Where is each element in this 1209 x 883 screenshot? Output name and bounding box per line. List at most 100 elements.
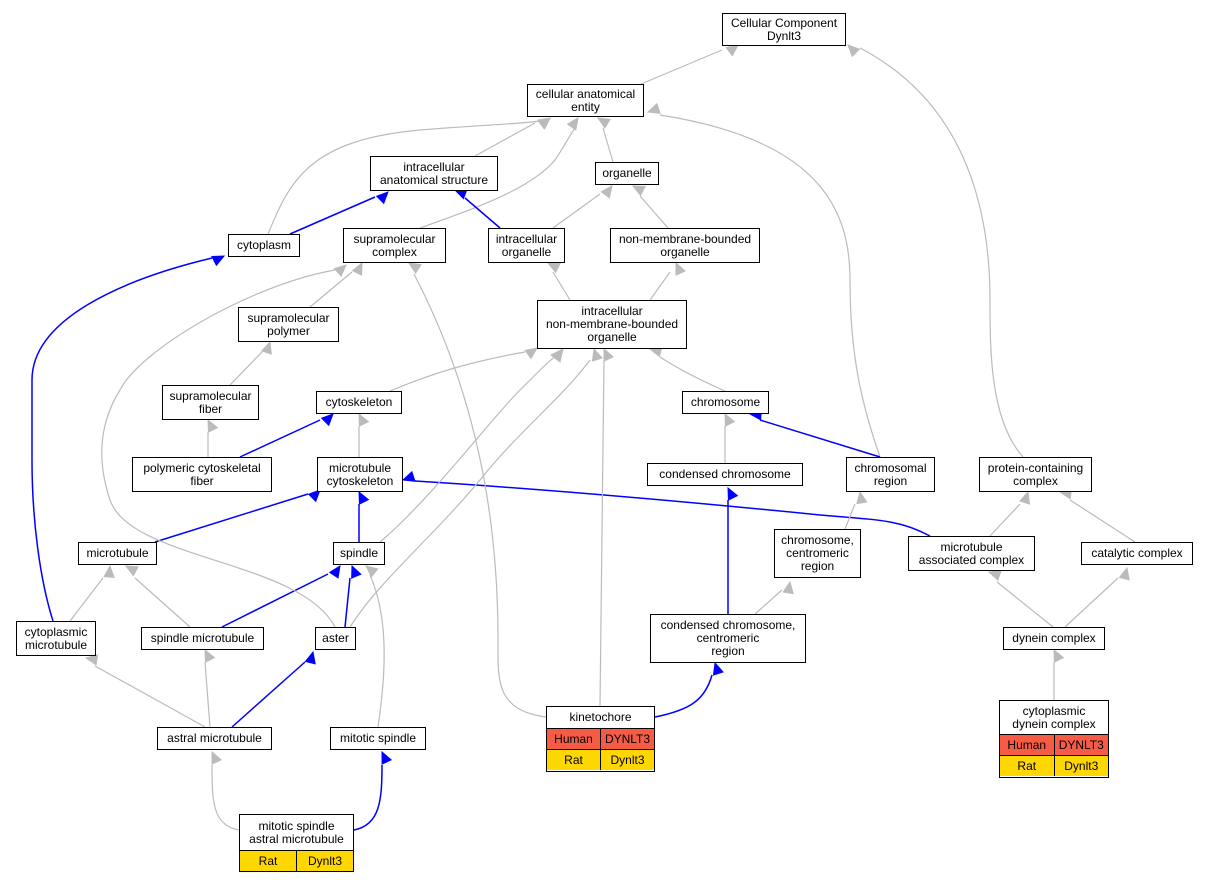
node-intracellular-organelle[interactable]: intracellular organelle [488, 228, 565, 263]
edge-mitspin-mitspastmt-blue [353, 764, 383, 831]
edge-cc-ccc-blue-arrow [727, 486, 739, 501]
node-supramolecular-complex[interactable]: supramolecular complex [343, 228, 446, 263]
node-cellular-component[interactable]: Cellular Component Dynlt3 [722, 13, 846, 46]
edge-chrreg-chrcr [844, 503, 856, 530]
edge-cytmt-astmt-arrow [84, 654, 99, 666]
node-condensed-chromosome[interactable]: condensed chromosome [647, 463, 803, 486]
edge-astmt-mitspastmt-arrow [211, 750, 223, 765]
edge-nmbo-inmbo [649, 271, 671, 301]
edge-dyn-cdc-arrow [1053, 648, 1065, 663]
gene-cell: DYNLT3 [1053, 735, 1109, 755]
edge-nmbo-inmbo-arrow [675, 261, 686, 276]
edge-cytosk-pcf-blue [239, 419, 321, 458]
edge-astmt-mitspastmt [211, 764, 240, 831]
node-intracellular-nmbo[interactable]: intracellular non-membrane-bounded organ… [537, 300, 687, 349]
edge-cytosk-pcf-blue-arrow [320, 413, 334, 427]
edge-ias-io-blue [464, 197, 501, 229]
node-kinetochore[interactable]: kinetochore Human DYNLT3 Rat Dynlt3 [546, 706, 655, 772]
edge-org-nmbo-arrow [631, 185, 646, 197]
edge-mt-cytmt [69, 577, 104, 622]
node-spindle-microtubule[interactable]: spindle microtubule [141, 627, 264, 650]
edge-cyto-cytmt-blue-arrow [211, 255, 226, 267]
gene-cell: Dynlt3 [600, 750, 654, 770]
node-astral-microtubule[interactable]: astral microtubule [157, 727, 272, 750]
edge-cae-org-arrow [596, 117, 611, 129]
species-cell: Human [554, 731, 593, 746]
edge-ias-cyto-blue-arrow [375, 191, 389, 205]
edge-ce-pcc [859, 47, 1024, 458]
edge-org-io [552, 193, 601, 229]
edge-supfib-pcf-arrow [207, 418, 219, 433]
edge-mtcsk-spindle-blue-arrow [358, 490, 370, 505]
species-cell: Human [1007, 737, 1047, 752]
node-chromosomal-region[interactable]: chromosomal region [846, 457, 935, 492]
edge-org-io-arrow [600, 185, 613, 199]
edge-spindle-mitspindle [369, 574, 385, 728]
species-cell: Rat [1017, 758, 1037, 773]
edge-cytmt-astmt [94, 665, 206, 728]
node-spindle[interactable]: spindle [333, 542, 385, 565]
node-aster[interactable]: aster [315, 627, 356, 650]
node-condensed-chromosome-centromeric-region[interactable]: condensed chromosome, centromeric region [650, 614, 806, 663]
node-polymeric-cytoskeletal-fiber[interactable]: polymeric cytoskeletal fiber [132, 457, 272, 492]
annotation-row-human: Human DYNLT3 [1000, 735, 1108, 755]
edge-aster-inmbo-arrow [591, 347, 603, 362]
node-microtubule-associated-complex[interactable]: microtubule associated complex [908, 536, 1035, 571]
node-cytoplasmic-dynein-complex[interactable]: cytoplasmic dynein complex Human DYNLT3 … [999, 700, 1109, 778]
node-microtubule-cytoskeleton[interactable]: microtubule cytoskeleton [317, 457, 403, 492]
node-cytoplasmic-microtubule[interactable]: cytoplasmic microtubule [16, 621, 96, 656]
edge-supcx-suppoly [309, 271, 353, 308]
species-cell: Rat [564, 752, 583, 767]
edge-kt-inmbo [599, 359, 605, 707]
edge-cae-supcx-arrow [566, 117, 579, 131]
edge-spmt-astmt [204, 661, 211, 728]
node-mitotic-spindle[interactable]: mitotic spindle [330, 727, 426, 750]
node-chromosome-centromeric-region[interactable]: chromosome, centromeric region [774, 529, 861, 578]
node-dynein-complex[interactable]: dynein complex [1003, 627, 1105, 650]
node-cytoskeleton[interactable]: cytoskeleton [316, 391, 402, 414]
edge-kt-cccr-blue [654, 674, 713, 718]
edge-cyto-cytmt-blue [31, 257, 213, 622]
node-non-membrane-bounded-organelle[interactable]: non-membrane-bounded organelle [610, 228, 760, 263]
edge-ias-cyto-blue [289, 196, 376, 235]
annotation-row-rat: Rat Dynlt3 [547, 749, 654, 770]
edge-cae-cyto [267, 120, 541, 235]
edge-cat-dyn [1064, 577, 1119, 628]
edge-spindle-aster-blue-arrow [351, 564, 362, 579]
edge-cae-cyto-arrow [537, 117, 552, 130]
node-mitotic-spindle-astral-microtubule[interactable]: mitotic spindle astral microtubule Rat D… [239, 814, 354, 872]
edge-suppoly-supfib [229, 351, 263, 386]
edge-chr-cc-arrow [724, 412, 736, 427]
node-chromosome[interactable]: chromosome [682, 391, 769, 414]
edge-pcc-cat [1069, 499, 1136, 543]
node-catalytic-complex[interactable]: catalytic complex [1081, 542, 1193, 565]
node-mitotic-spindle-astral-microtubule-label: mitotic spindle astral microtubule [240, 815, 353, 851]
node-supramolecular-fiber[interactable]: supramolecular fiber [162, 385, 259, 420]
edge-chrcr-cccr [754, 589, 783, 615]
node-cytoplasm[interactable]: cytoplasm [228, 234, 300, 257]
edge-aster-supcx [101, 269, 336, 628]
edge-spindle-inmbo-arrow [550, 348, 564, 363]
node-cellular-anatomical-entity[interactable]: cellular anatomical entity [527, 84, 644, 117]
edge-cae-chrreg-arrow [646, 102, 661, 114]
edge-suppoly-supfib-arrow [260, 340, 272, 355]
edge-inmbo-chr [659, 356, 726, 392]
node-organelle[interactable]: organelle [595, 162, 659, 185]
species-cell: Rat [258, 853, 278, 868]
edge-mtcsk-mt-blue [154, 493, 309, 543]
edge-spindle-inmbo [379, 355, 557, 543]
edge-cae-ias [474, 122, 536, 157]
edge-mtcsk-mac-blue [414, 480, 931, 537]
edge-pcc-mac-arrow [1019, 490, 1031, 505]
node-microtubule[interactable]: microtubule [78, 542, 157, 565]
edge-chrcr-cccr-arrow [782, 580, 794, 595]
node-intracellular-anatomical-structure[interactable]: intracellular anatomical structure [370, 156, 498, 191]
node-protein-containing-complex[interactable]: protein-containing complex [979, 457, 1092, 492]
edge-io-inmbo-arrow [546, 262, 561, 274]
edge-mtcsk-mac-blue-arrow [401, 470, 416, 482]
node-supramolecular-polymer[interactable]: supramolecular polymer [238, 307, 339, 342]
edge-chr-chrreg-blue [759, 419, 881, 458]
edge-aster-supcx-arrow [333, 264, 347, 277]
